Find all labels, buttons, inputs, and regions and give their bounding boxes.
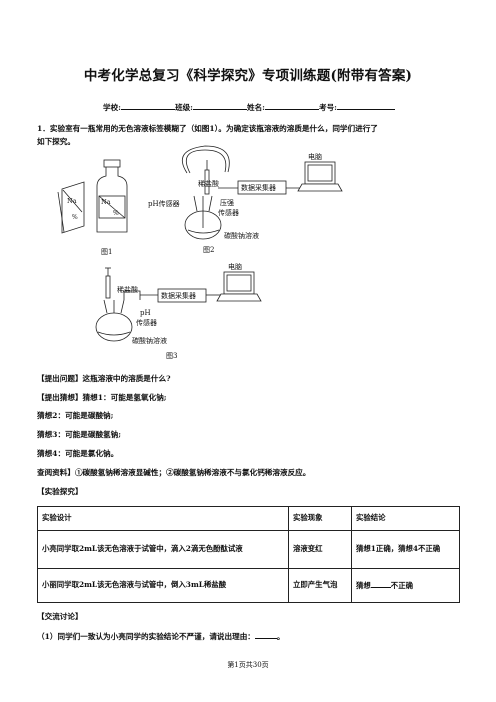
figure-3-apparatus — [95, 267, 262, 342]
discussion-heading: 【交流讨论】 — [37, 612, 83, 621]
row2-conclusion: 猜想 不正确 — [351, 568, 460, 603]
reference-material: 查阅资料】①碳酸氢钠稀溶液显碱性；②碳酸氢钠稀溶液不与氯化钙稀溶液反应。 — [37, 468, 311, 477]
table-header-row: 实验设计 实验现象 实验结论 — [37, 506, 460, 531]
exam-no-label: 考号: — [319, 103, 337, 112]
fig2-caption: 图2 — [203, 246, 214, 254]
table-header-phenomenon: 实验现象 — [288, 506, 352, 531]
fig1-right-percent: % — [113, 210, 119, 217]
table-row: 小丽同学取2mL该无色溶液与试管中，倒入3mL稀盐酸 立即产生气泡 猜想 不正确 — [37, 568, 460, 603]
fig3-ph-label-1: pH — [140, 309, 151, 317]
fig2-ph-sensor-label: pH传感器 — [148, 199, 180, 208]
figure-1-bottles — [57, 159, 128, 234]
fig3-caption: 图3 — [166, 352, 177, 360]
fig3-computer-label: 电脑 — [228, 262, 242, 271]
school-blank[interactable] — [121, 101, 175, 110]
experiment-heading: 【实验探究】 — [37, 487, 83, 496]
row1-phenomenon: 溶液变红 — [288, 530, 352, 569]
name-blank[interactable] — [265, 101, 319, 110]
discussion-q1-end: 。 — [276, 632, 285, 641]
page-footer: 第1页共30页 — [227, 661, 269, 669]
question-1-line-1: 1．实验室有一瓶常用的无色溶液标签模糊了（如图1）。为确定该瓶溶液的溶质是什么，… — [37, 124, 378, 133]
experiment-table: 实验设计 实验现象 实验结论 小亮同学取2mL该无色溶液于试管中，滴入2滴无色酚… — [37, 506, 460, 603]
fig2-solution-label: 碳酸钠溶液 — [224, 231, 259, 240]
discussion-q1-blank[interactable] — [254, 630, 277, 639]
table-header-design: 实验设计 — [37, 506, 289, 531]
name-label: 姓名: — [247, 103, 265, 112]
row1-conclusion: 猜想1正确，猜想4不正确 — [351, 530, 460, 569]
row2-conclusion-suffix: 不正确 — [390, 581, 413, 591]
discussion-question-1: （1）同学们一致认为小亮同学的实验结论不严谨，请说出理由： 。 — [37, 630, 285, 642]
apparatus-figures: Na % Na % 图1 稀盐酸 数据采集器 电脑 pH传感器 压强 传感器 碳… — [57, 145, 343, 360]
row1-design: 小亮同学取2mL该无色溶液于试管中，滴入2滴无色酚酞试液 — [37, 530, 289, 569]
row2-design: 小丽同学取2mL该无色溶液与试管中，倒入3mL稀盐酸 — [37, 568, 289, 603]
question-heading: 【提出问题】这瓶溶液中的溶质是什么? — [37, 374, 171, 383]
page-title: 中考化学总复习《科学探究》专项训练题(附带有答案) — [83, 68, 413, 84]
hypothesis-1: 【提出猜想】猜想1：可能是氢氧化钠; — [37, 393, 167, 402]
fig3-ph-label-2: 传感器 — [136, 318, 157, 327]
student-info-line: 学校: 班级: 姓名: 考号: — [103, 101, 395, 113]
question-1-line-2: 如下探究。 — [37, 137, 75, 146]
hypothesis-4: 猜想4：可能是氯化钠。 — [37, 449, 119, 458]
table-header-conclusion: 实验结论 — [351, 506, 460, 531]
class-blank[interactable] — [193, 101, 247, 110]
school-label: 学校: — [103, 103, 121, 112]
fig1-right-na: Na — [101, 198, 111, 206]
hypothesis-2: 猜想2：可能是碳酸钠; — [37, 411, 114, 420]
table-row: 小亮同学取2mL该无色溶液于试管中，滴入2滴无色酚酞试液 溶液变红 猜想1正确，… — [37, 530, 460, 569]
fig3-acid-label: 稀盐酸 — [117, 285, 138, 294]
discussion-q1-text: （1）同学们一致认为小亮同学的实验结论不严谨，请说出理由： — [37, 632, 255, 641]
fig2-computer-label: 电脑 — [308, 152, 322, 161]
row2-phenomenon: 立即产生气泡 — [288, 568, 352, 603]
figure-2-apparatus — [182, 145, 343, 240]
hypothesis-3: 猜想3：可能是碳酸氢钠; — [37, 430, 122, 439]
fig1-left-percent: % — [72, 214, 78, 221]
row2-conclusion-prefix: 猜想 — [356, 581, 371, 591]
row2-conclusion-blank[interactable] — [370, 579, 391, 589]
fig3-solution-label: 碳酸钠溶液 — [132, 336, 167, 345]
fig3-collector-label: 数据采集器 — [161, 291, 196, 300]
exam-no-blank[interactable] — [337, 101, 395, 110]
fig2-pressure-label-1: 压强 — [220, 199, 234, 207]
fig1-left-na: Na — [67, 197, 77, 205]
fig2-pressure-label-2: 传感器 — [218, 208, 239, 217]
fig2-acid-label: 稀盐酸 — [198, 179, 219, 188]
fig2-collector-label: 数据采集器 — [241, 183, 276, 192]
class-label: 班级: — [175, 103, 193, 112]
fig1-caption: 图1 — [101, 248, 112, 256]
